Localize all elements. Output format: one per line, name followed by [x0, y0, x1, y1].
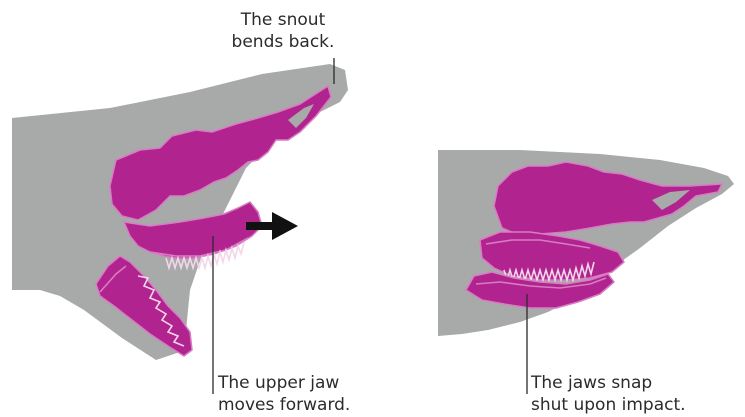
- snout-label: The snout bends back.: [228, 9, 338, 53]
- snout-label-line2: bends back.: [228, 31, 338, 53]
- upper-jaw-label-line2: moves forward.: [218, 394, 348, 416]
- jaws-snap-label-line2: shut upon impact.: [531, 394, 701, 416]
- upper-jaw-label-line1: The upper jaw: [218, 372, 348, 394]
- jaws-snap-label-line1: The jaws snap: [531, 372, 701, 394]
- snout-label-line1: The snout: [228, 9, 338, 31]
- right-shark-head: [438, 150, 734, 336]
- jaws-snap-label: The jaws snap shut upon impact.: [531, 372, 701, 416]
- left-shark-head: [12, 64, 348, 360]
- upper-jaw-label: The upper jaw moves forward.: [218, 372, 348, 416]
